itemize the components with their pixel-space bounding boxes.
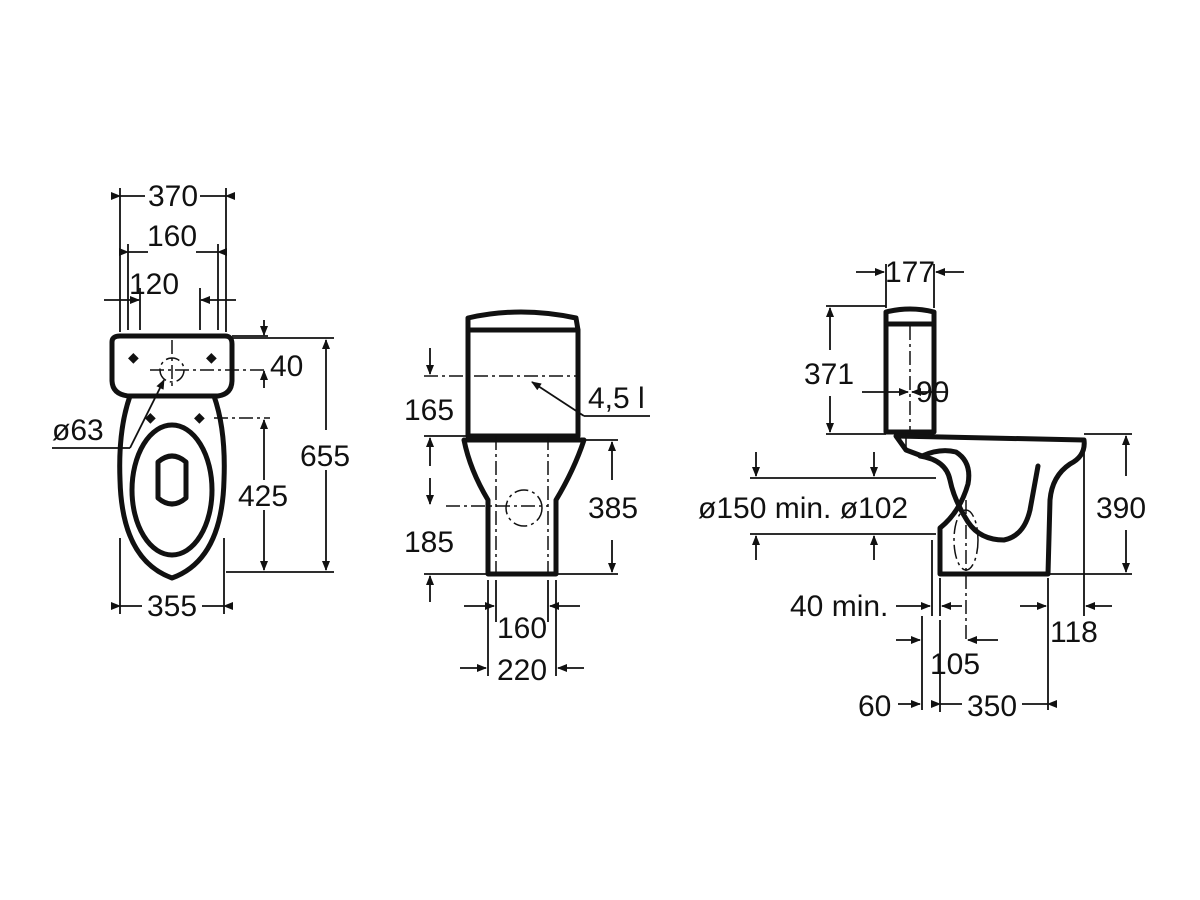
dim-rear-overhang: 118 — [1050, 616, 1098, 649]
dim-waste-diameter: ø150 min. ø102 — [698, 492, 908, 525]
dim-side-pan-height: 390 — [1096, 492, 1146, 525]
dim-pan-height: 385 — [588, 492, 638, 525]
dim-inlet-diameter: ø63 — [52, 414, 104, 447]
rear-view: 165 4,5 l 185 385 160 220 — [404, 309, 650, 687]
dim-base-width: 355 — [147, 590, 197, 623]
dim-capacity: 4,5 l — [588, 382, 645, 415]
rear-tank-outline — [465, 309, 581, 439]
dim-pan-width: 220 — [497, 654, 547, 687]
front-bowl-outline — [117, 393, 227, 581]
dim-width-top: 370 — [148, 180, 198, 213]
dim-tank-height: 371 — [804, 358, 854, 391]
front-seat-flap — [155, 453, 189, 507]
front-seat-inner — [129, 422, 215, 558]
dim-tank-depth: 177 — [885, 256, 935, 289]
dim-pan-fixing: 160 — [497, 612, 547, 645]
side-tank-outline — [883, 306, 937, 435]
dim-bowl-height: 425 — [238, 480, 288, 513]
side-pan-outline — [893, 433, 1087, 577]
svg-text:◆: ◆ — [206, 349, 217, 365]
dim-tank-upper: 165 — [404, 394, 454, 427]
svg-text:◆: ◆ — [128, 349, 139, 365]
front-tank-outline — [109, 333, 235, 399]
rear-outlet-circle — [505, 489, 543, 527]
dim-tank-holes: 160 — [147, 220, 197, 253]
dim-outlet-height: 185 — [404, 526, 454, 559]
svg-text:◆: ◆ — [194, 409, 205, 425]
dim-outlet-offset: 60 — [858, 690, 891, 723]
dim-pan-projection: 350 — [967, 690, 1017, 723]
dim-outlet-from-back: 105 — [930, 648, 980, 681]
front-view: ◆ ◆ ◆ ◆ 370 160 120 40 ø63 — [52, 180, 350, 623]
svg-text:◆: ◆ — [145, 409, 156, 425]
dim-top-offset: 40 — [270, 350, 303, 383]
dim-fixing-holes: 120 — [129, 268, 179, 301]
side-view: 177 371 90 ø150 min. ø102 390 40 min. — [698, 256, 1146, 723]
dim-tank-offset: 90 — [916, 376, 949, 409]
side-trap — [917, 453, 1041, 543]
dim-wall-clearance: 40 min. — [790, 590, 888, 623]
rear-pan-outline — [461, 437, 587, 577]
dim-overall-height: 655 — [300, 440, 350, 473]
